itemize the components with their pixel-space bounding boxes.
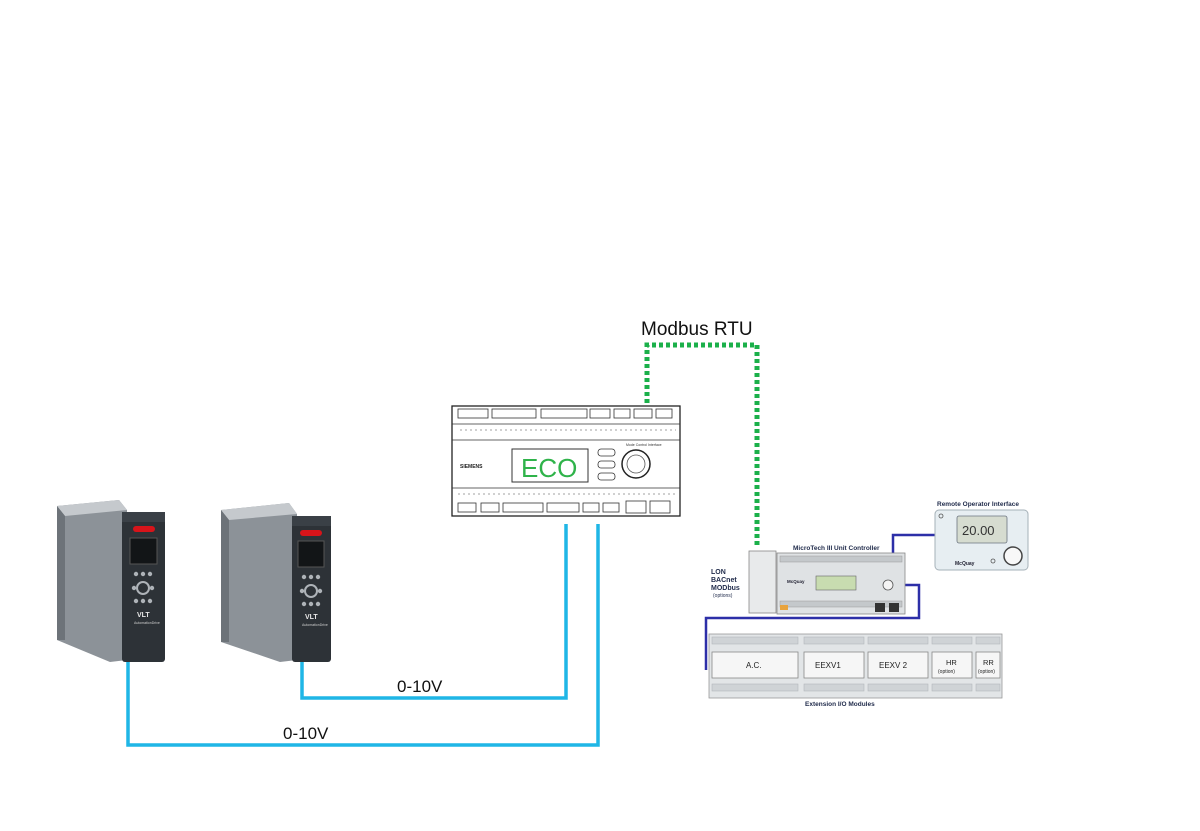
module-note-hr: (option) bbox=[938, 669, 955, 675]
modules-caption: Extension I/O Modules bbox=[805, 701, 875, 708]
connections bbox=[126, 342, 935, 747]
drive-2-badge: VLT bbox=[305, 614, 318, 621]
microtech-note-lon: LON bbox=[711, 569, 726, 576]
eco-brand: SIEMENS bbox=[460, 464, 483, 470]
eco-terminal-row-top bbox=[457, 408, 673, 419]
vlt-drive-2: VLT AutomationDrive bbox=[221, 503, 331, 662]
lon-link-modules bbox=[704, 583, 921, 670]
analog-label-2: 0-10V bbox=[283, 724, 329, 743]
eco-display-text: ECO bbox=[521, 453, 577, 483]
remote-title: Remote Operator Interface bbox=[937, 501, 1019, 508]
extension-io-modules: A.C. EEXV1 EEXV 2 HR (option) RR (option… bbox=[708, 633, 1003, 708]
microtech-unit-controller: MicroTech III Unit Controller McQuay LON… bbox=[711, 545, 906, 615]
remote-lcd bbox=[956, 515, 1008, 544]
module-label-rr: RR bbox=[983, 658, 994, 667]
eco-controller: SIEMENS ECO Mode Control Interface bbox=[451, 405, 681, 517]
module-label-eexv1: EEXV1 bbox=[815, 661, 841, 670]
eco-button-1[interactable] bbox=[597, 448, 616, 457]
module-label-hr: HR bbox=[946, 658, 957, 667]
eco-display bbox=[511, 448, 589, 483]
microtech-port-2 bbox=[889, 603, 899, 612]
remote-knob-icon[interactable] bbox=[1003, 546, 1023, 566]
drive-2-keypad-icon bbox=[299, 574, 323, 607]
microtech-note-bacnet: BACnet bbox=[711, 577, 737, 584]
remote-reading: 20.00 bbox=[962, 523, 995, 538]
vlt-drive-1: VLT AutomationDrive bbox=[57, 500, 165, 662]
eco-nav-knob-icon[interactable] bbox=[621, 449, 651, 479]
drive-1-screen bbox=[129, 537, 158, 565]
analog-link-drive-1 bbox=[126, 524, 600, 747]
drive-2-screen bbox=[297, 540, 325, 568]
drive-1-badge: VLT bbox=[137, 612, 150, 619]
module-label-eexv2: EEXV 2 bbox=[879, 661, 908, 670]
microtech-title: MicroTech III Unit Controller bbox=[793, 545, 880, 552]
microtech-port-1 bbox=[875, 603, 885, 612]
lon-link-remote bbox=[891, 533, 935, 560]
remote-operator-interface: Remote Operator Interface 20.00 McQuay bbox=[934, 501, 1029, 571]
analog-link-drive-2 bbox=[300, 524, 568, 700]
drive-2-sub: AutomationDrive bbox=[302, 623, 328, 627]
danfoss-logo-icon-2 bbox=[300, 530, 322, 536]
eco-terminal-row-bottom bbox=[457, 500, 671, 514]
microtech-note-modbus: MODbus bbox=[711, 585, 740, 592]
drive-1-sub: AutomationDrive bbox=[134, 621, 160, 625]
module-note-rr: (option) bbox=[978, 669, 995, 675]
microtech-knob-icon[interactable] bbox=[882, 579, 894, 591]
remote-brand: McQuay bbox=[955, 561, 975, 567]
module-label-ac: A.C. bbox=[746, 661, 762, 670]
analog-label-1: 0-10V bbox=[397, 677, 443, 696]
eco-button-2[interactable] bbox=[597, 460, 616, 469]
modbus-rtu-link bbox=[644, 342, 760, 548]
modbus-rtu-label: Modbus RTU bbox=[641, 319, 753, 340]
danfoss-logo-icon bbox=[133, 526, 155, 532]
eco-nav-label: Mode Control Interface bbox=[626, 443, 662, 447]
eco-button-3[interactable] bbox=[597, 472, 616, 481]
microtech-lcd bbox=[815, 575, 857, 591]
microtech-brand: McQuay bbox=[787, 579, 805, 584]
microtech-note-options: (options) bbox=[713, 593, 733, 599]
drive-1-keypad-icon bbox=[131, 571, 155, 604]
